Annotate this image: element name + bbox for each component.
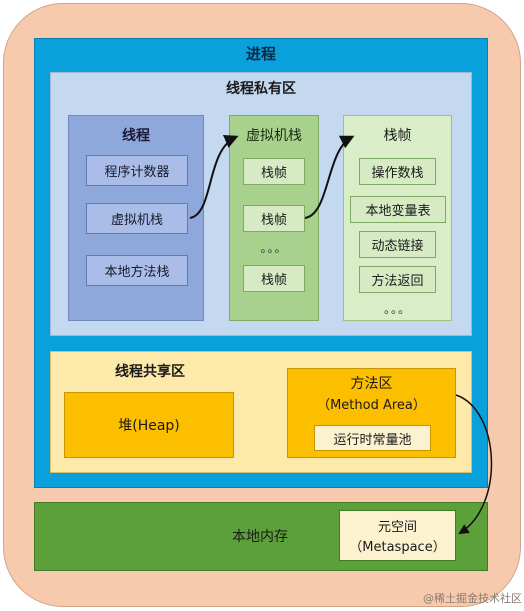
method-return: 方法返回 [359, 266, 436, 293]
thread-shared-area-title: 线程共享区 [115, 364, 185, 380]
vm-stack-frame-1: 栈帧 [243, 158, 305, 185]
metaspace-title: 元空间 [377, 519, 417, 535]
metaspace-box [339, 510, 456, 561]
method-area-title: 方法区 [350, 376, 393, 392]
stack-frame-ellipsis: 。。。 [383, 301, 411, 316]
operand-stack: 操作数栈 [359, 158, 436, 185]
metaspace-subtitle: （Metaspace） [349, 539, 446, 555]
native-method-stack: 本地方法栈 [86, 255, 188, 286]
local-variable-table: 本地变量表 [350, 196, 446, 223]
vm-stack-title: 虚拟机栈 [246, 128, 302, 144]
thread-private-area-title: 线程私有区 [226, 81, 296, 97]
process-title: 进程 [245, 44, 276, 63]
runtime-constant-pool: 运行时常量池 [314, 425, 431, 451]
stack-frame-title: 栈帧 [383, 128, 412, 144]
method-area-subtitle: （Method Area） [317, 397, 426, 413]
heap-box: 堆(Heap) [64, 392, 234, 458]
thread-title: 线程 [122, 128, 150, 144]
thread-vm-stack: 虚拟机栈 [86, 203, 188, 234]
dynamic-linking: 动态链接 [359, 231, 436, 258]
vm-stack-frame-3: 栈帧 [243, 265, 305, 292]
native-memory-title: 本地内存 [232, 529, 288, 545]
vm-stack-ellipsis: 。。。 [260, 240, 288, 255]
program-counter: 程序计数器 [86, 155, 188, 186]
vm-stack-frame-2: 栈帧 [243, 205, 305, 232]
watermark: @稀土掘金技术社区 [423, 592, 522, 605]
